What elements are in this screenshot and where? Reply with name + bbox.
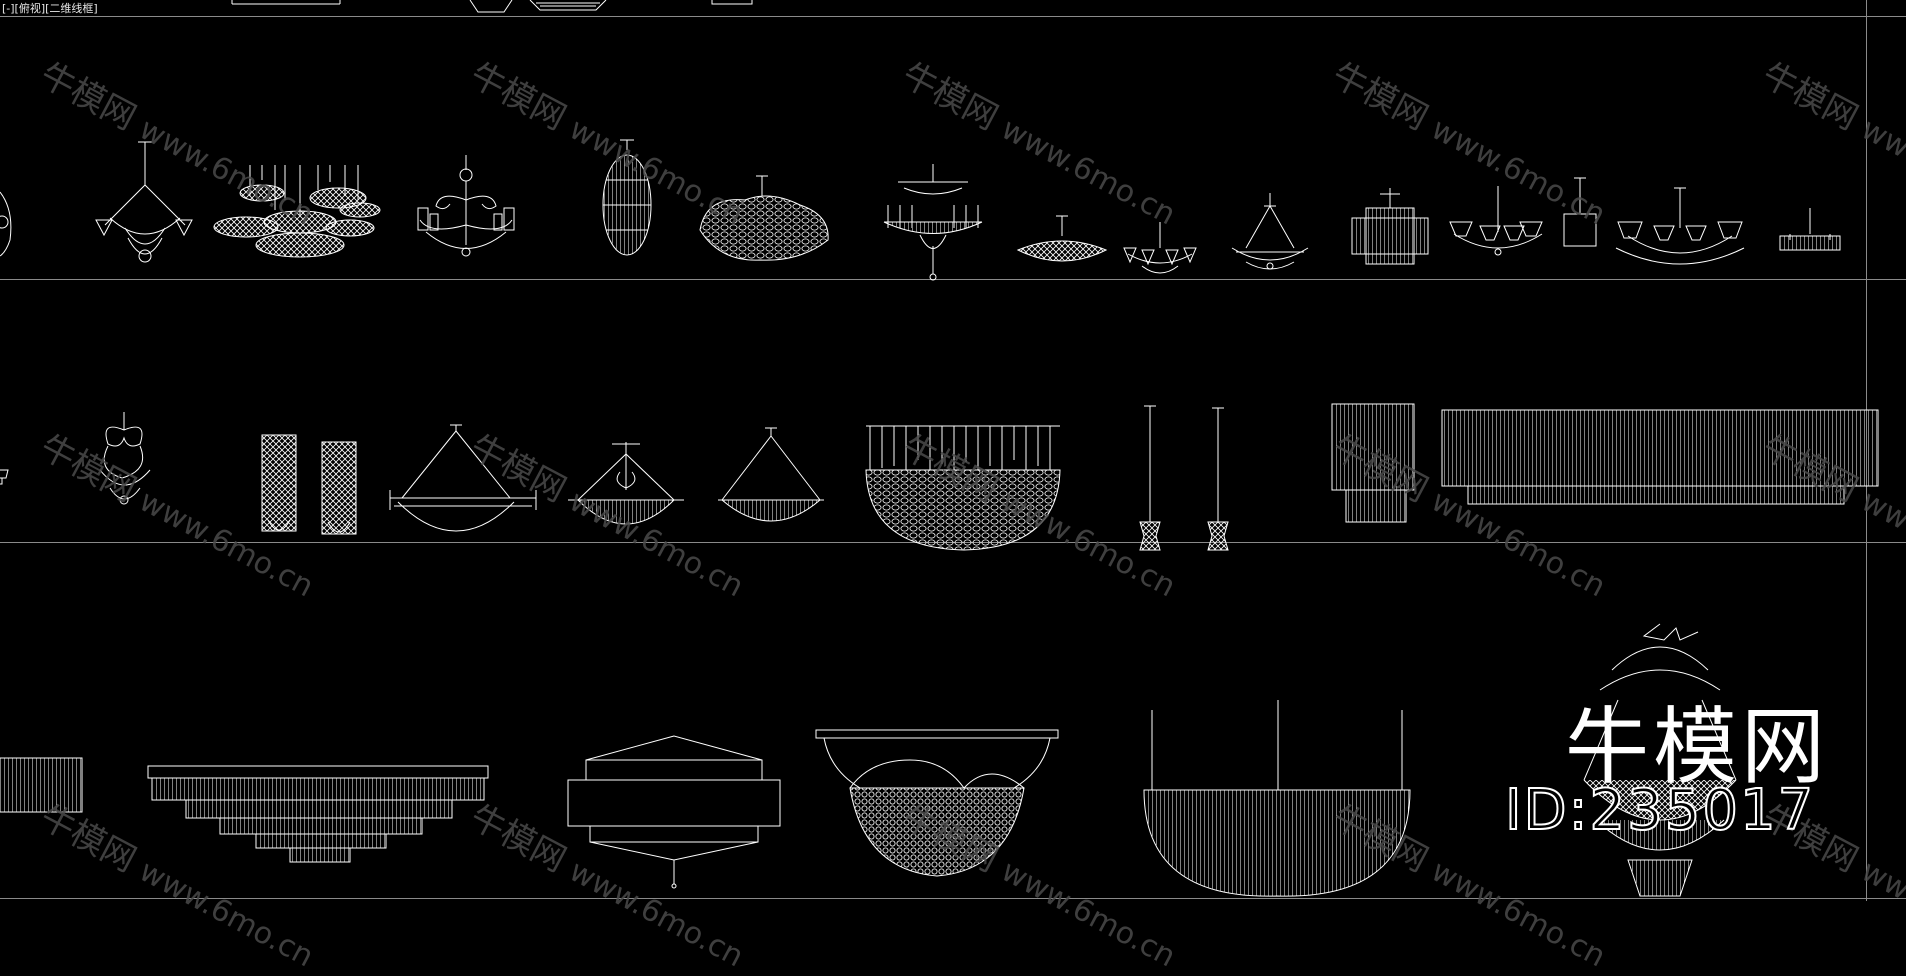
- viewport-label[interactable]: [-][俯视][二维线框]: [2, 2, 98, 15]
- fixture-row-3: [0, 624, 1736, 896]
- fixture-row-2: [0, 404, 1878, 550]
- brand-stamp: 牛模网: [1565, 698, 1830, 796]
- cad-line-drawing: [0, 0, 1906, 901]
- asset-id-stamp: ID:235017: [1504, 777, 1816, 844]
- fixture-row-1: [0, 140, 1840, 280]
- frame-bottom-line: [0, 898, 1906, 899]
- frame-top-line: [0, 16, 1906, 17]
- row-divider-1: [0, 279, 1906, 280]
- fixture-top-partial: [232, 0, 752, 12]
